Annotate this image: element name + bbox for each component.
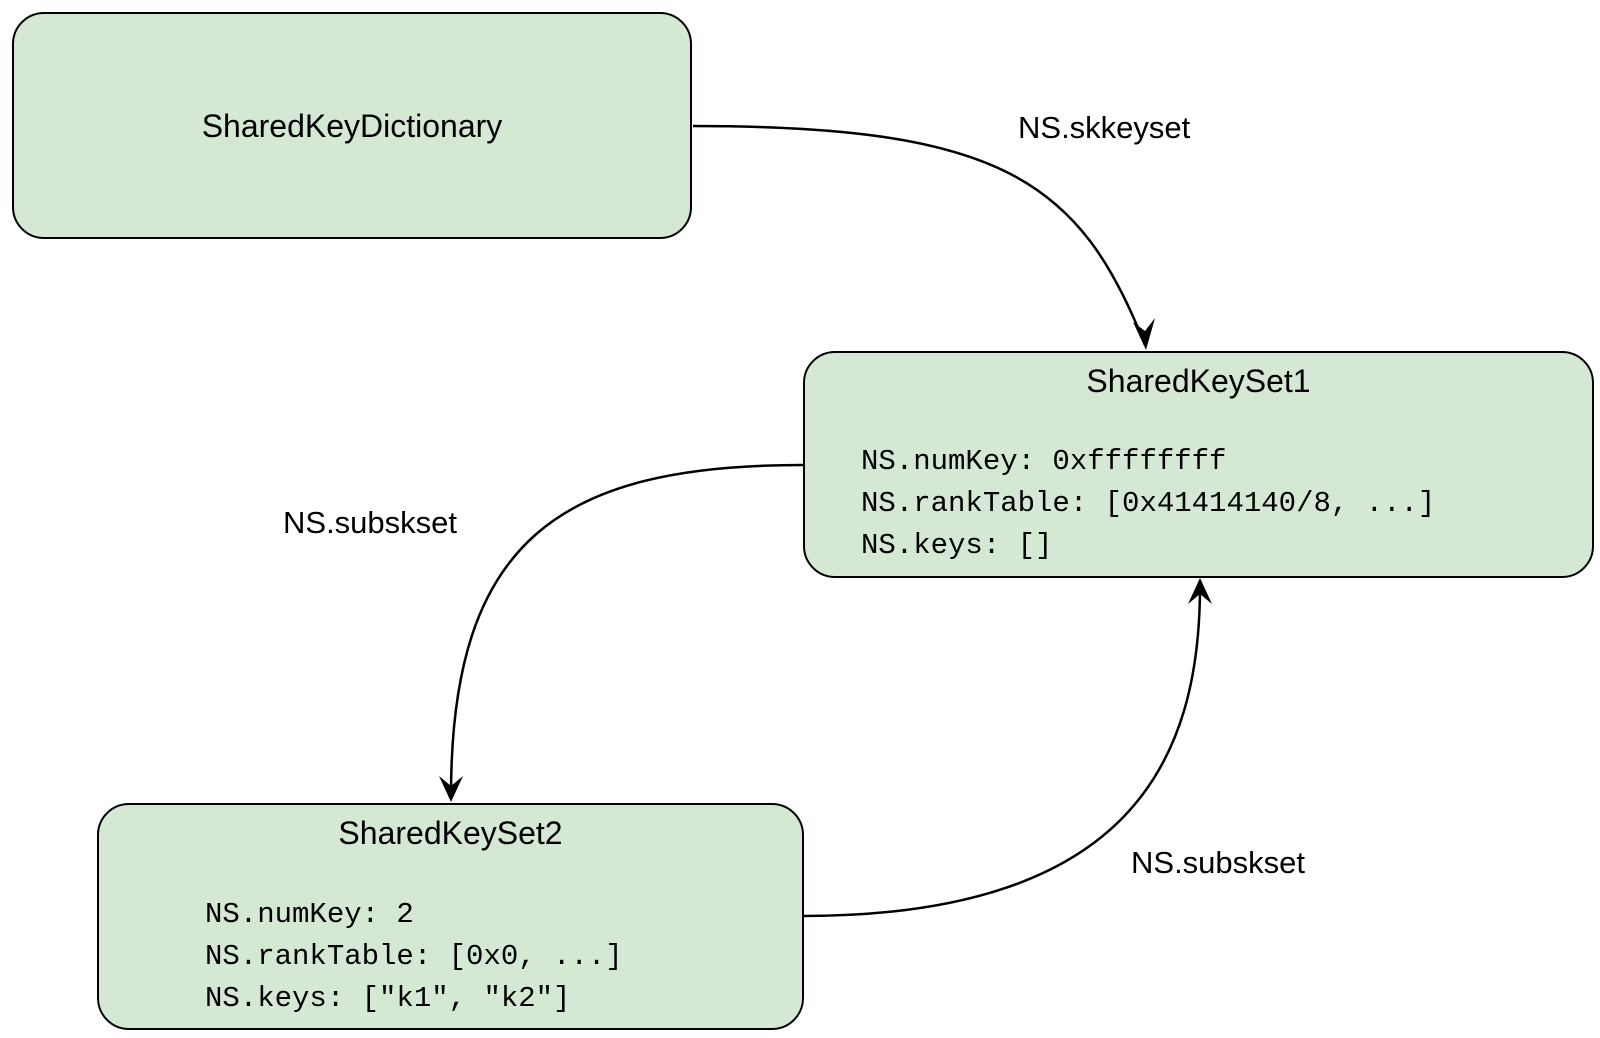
node-fields-keyset2: NS.numKey: 2 NS.rankTable: [0x0, ...] NS…	[205, 894, 623, 1020]
field-ranktable: NS.rankTable: [0x0, ...]	[205, 940, 623, 973]
node-title-keyset2: SharedKeySet2	[338, 815, 563, 851]
node-shared-key-set-1: SharedKeySet1 NS.numKey: 0xffffffff NS.r…	[803, 351, 1594, 578]
edge-subskset-up-arrow	[802, 585, 1202, 918]
edge-subskset-up-arrowhead	[1188, 578, 1212, 604]
field-ranktable: NS.rankTable: [0x41414140/8, ...]	[861, 487, 1436, 520]
edge-label-subskset-up: NS.subskset	[1131, 845, 1306, 880]
edge-label-subskset-down: NS.subskset	[283, 505, 458, 540]
edge-skkeyset-arrow	[692, 124, 1147, 346]
node-fields-keyset1: NS.numKey: 0xffffffff NS.rankTable: [0x4…	[861, 441, 1435, 567]
field-keys: NS.keys: ["k1", "k2"]	[205, 982, 571, 1015]
edge-subskset-down-arrow	[449, 463, 804, 796]
node-title-keyset1: SharedKeySet1	[1086, 363, 1311, 399]
field-numkey: NS.numKey: 2	[205, 898, 414, 931]
node-shared-key-set-2: SharedKeySet2 NS.numKey: 2 NS.rankTable:…	[97, 803, 804, 1030]
node-title-dictionary: SharedKeyDictionary	[201, 108, 503, 144]
edge-label-skkeyset: NS.skkeyset	[1018, 110, 1191, 145]
field-keys: NS.keys: []	[861, 529, 1053, 562]
field-numkey: NS.numKey: 0xffffffff	[861, 445, 1227, 478]
edge-subskset-down-arrowhead	[439, 776, 463, 802]
edge-skkeyset-arrowhead	[1133, 318, 1155, 350]
node-shared-key-dictionary: SharedKeyDictionary	[12, 12, 692, 239]
